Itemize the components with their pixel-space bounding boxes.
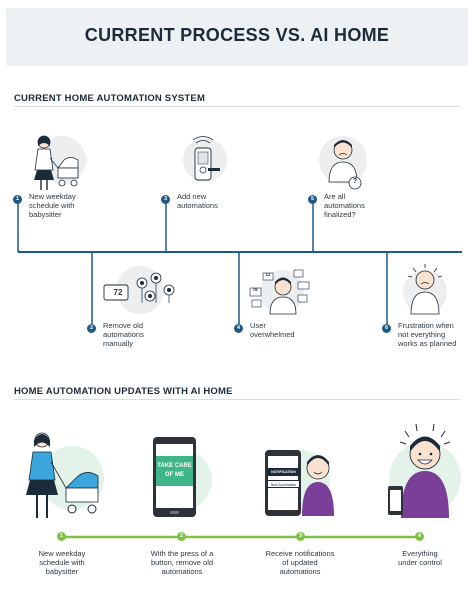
ai-step-caption: Everything under control bbox=[398, 549, 442, 567]
ai-step-badge: 4 bbox=[415, 532, 424, 541]
section-divider bbox=[14, 399, 460, 400]
current-section-heading: CURRENT HOME AUTOMATION SYSTEM bbox=[14, 93, 206, 104]
step-badge: 2 bbox=[87, 324, 96, 333]
notification-phone-icon bbox=[265, 450, 334, 516]
ai-step-caption: With the press of a button, remove old a… bbox=[150, 549, 214, 576]
thermostat-devices-icon bbox=[103, 266, 175, 314]
ai-step-caption: New weekday schedule with babysitter bbox=[38, 549, 86, 576]
step-caption: New weekday schedule with babysitter bbox=[29, 192, 76, 219]
worried-person-icon bbox=[319, 136, 367, 190]
ai-woman-stroller-icon bbox=[26, 432, 104, 518]
section-divider bbox=[14, 106, 460, 107]
title-banner bbox=[6, 8, 468, 66]
step-badge: 6 bbox=[382, 324, 391, 333]
step-badge: 4 bbox=[234, 324, 243, 333]
woman-stroller-icon bbox=[34, 135, 86, 190]
step-caption: Frustration when not everything works as… bbox=[398, 321, 457, 348]
notification-item: New Automation bbox=[267, 480, 300, 488]
step-badge: 1 bbox=[13, 195, 22, 204]
ai-section-heading: HOME AUTOMATION UPDATES WITH AI HOME bbox=[14, 386, 233, 397]
device-label: 12 bbox=[265, 272, 271, 277]
step-caption: Remove old automations manually bbox=[103, 321, 144, 348]
overwhelmed-user-icon bbox=[249, 269, 310, 315]
ai-step-caption: Receive notifications of updated automat… bbox=[265, 549, 335, 576]
notification-title: NOTIFICATION bbox=[267, 468, 300, 476]
step-badge: 3 bbox=[161, 195, 170, 204]
ai-step-badge: 3 bbox=[296, 532, 305, 541]
happy-person-icon bbox=[388, 423, 461, 518]
step-caption: Are all automations finalized? bbox=[324, 192, 365, 219]
ai-step-badge: 2 bbox=[177, 532, 186, 541]
thermostat-value: 72 bbox=[113, 288, 123, 297]
page-title: CURRENT PROCESS VS. AI HOME bbox=[84, 25, 390, 45]
take-care-button[interactable]: TAKE CARE OF ME bbox=[157, 463, 192, 478]
smart-lock-icon bbox=[183, 136, 227, 182]
device-label: 78 bbox=[252, 287, 258, 292]
step-badge: 5 bbox=[308, 195, 317, 204]
step-caption: Add new automations bbox=[177, 192, 218, 210]
step-caption: User overwhelmed bbox=[250, 321, 295, 339]
ai-step-badge: 1 bbox=[57, 532, 66, 541]
frustrated-person-icon bbox=[403, 264, 447, 315]
take-care-phone-icon bbox=[152, 437, 212, 517]
question-mark: ? bbox=[352, 178, 358, 185]
